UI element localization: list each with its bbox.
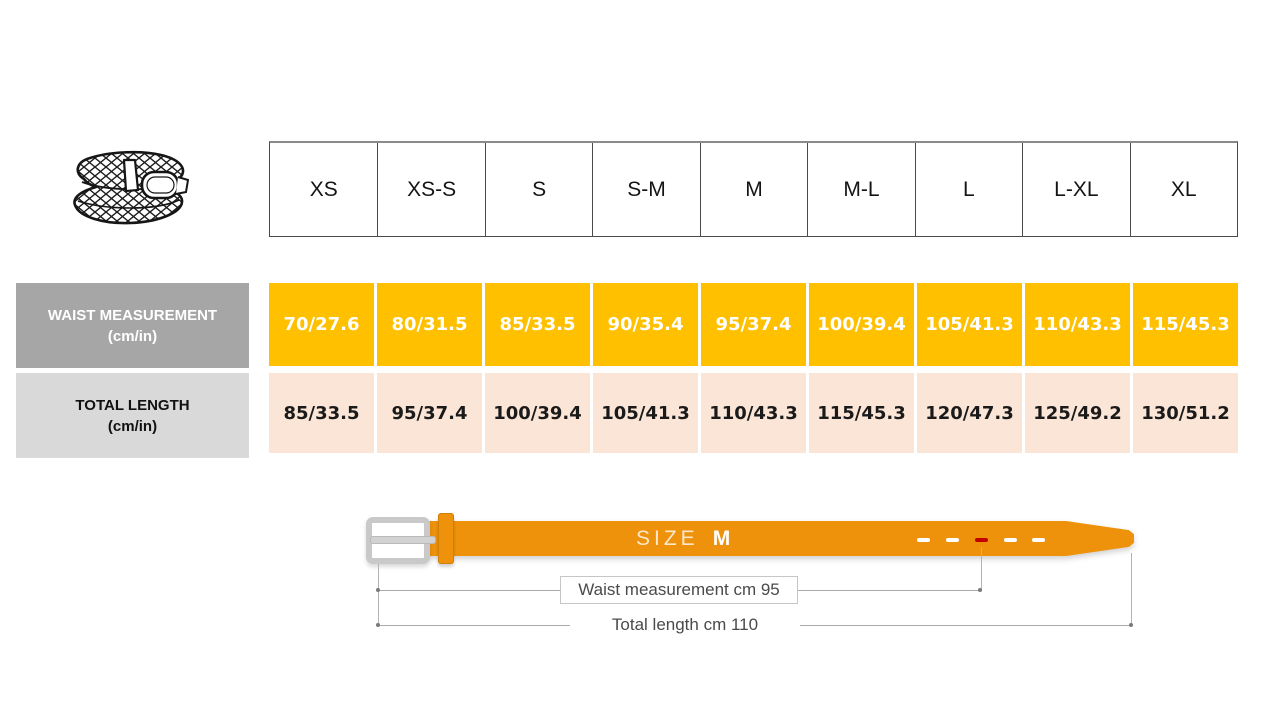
row-label-line1: TOTAL LENGTH (75, 396, 190, 414)
total-length-value-cell: 130/51.2 (1133, 373, 1238, 453)
total-length-row-label: TOTAL LENGTH (cm/in) (16, 373, 249, 458)
waist-value-cell: 90/35.4 (593, 283, 698, 366)
waist-value-cell: 95/37.4 (701, 283, 806, 366)
waist-value-cell: 85/33.5 (485, 283, 590, 366)
total-length-row: 85/33.5 95/37.4 100/39.4 105/41.3 110/43… (269, 373, 1238, 453)
measure-endpoint-dot (376, 588, 380, 592)
total-length-line (378, 625, 570, 626)
size-header-cell: S-M (592, 143, 699, 236)
measure-endpoint-dot (978, 588, 982, 592)
braided-belt-icon (73, 150, 190, 225)
row-label-line2: (cm/in) (107, 417, 158, 435)
belt-hole (1004, 538, 1017, 542)
size-value: M (712, 526, 731, 550)
waist-value-cell: 105/41.3 (917, 283, 1022, 366)
belt-buckle-prong (370, 536, 436, 544)
hole-guide-line (981, 547, 982, 590)
waist-value-cell: 110/43.3 (1025, 283, 1130, 366)
total-length-value-cell: 110/43.3 (701, 373, 806, 453)
total-length-line (800, 625, 1131, 626)
size-header-cell: M (699, 143, 807, 236)
belt-keeper-loop (438, 513, 454, 564)
size-header-cell: M-L (807, 143, 914, 236)
measure-endpoint-dot (1129, 623, 1133, 627)
size-label: SIZE (636, 526, 699, 550)
size-header-cell: L-XL (1022, 143, 1129, 236)
size-header-cell: XS-S (377, 143, 484, 236)
waist-value-cell: 115/45.3 (1133, 283, 1238, 366)
belt-hole (946, 538, 959, 542)
total-length-value-cell: 120/47.3 (917, 373, 1022, 453)
belt-hole-highlighted (975, 538, 988, 542)
waist-value-cell: 80/31.5 (377, 283, 482, 366)
total-length-value-cell: 85/33.5 (269, 373, 374, 453)
total-length-value-cell: 95/37.4 (377, 373, 482, 453)
size-header-row: XS XS-S S S-M M M-L L L-XL XL (269, 141, 1238, 237)
waist-measure-line (378, 590, 560, 591)
buckle-guide-line (378, 564, 379, 625)
row-label-line1: WAIST MEASUREMENT (47, 306, 218, 324)
tip-guide-line (1131, 553, 1132, 625)
belt-strap (427, 521, 1134, 556)
waist-measurement-row: 70/27.6 80/31.5 85/33.5 90/35.4 95/37.4 … (269, 283, 1238, 366)
size-header-cell: S (484, 143, 592, 236)
waist-measurement-row-label: WAIST MEASUREMENT (cm/in) (16, 283, 249, 368)
total-length-value-cell: 125/49.2 (1025, 373, 1130, 453)
row-label-line2: (cm/in) (107, 327, 158, 345)
belt-size-text: SIZE M (636, 521, 730, 556)
belt-hole (917, 538, 930, 542)
size-header-cell: XS (309, 177, 338, 201)
belt-hole (1032, 538, 1045, 542)
size-header-cell: XL (1129, 143, 1237, 236)
waist-measurement-note: Waist measurement cm 95 (560, 576, 798, 604)
total-length-note: Total length cm 110 (570, 611, 800, 639)
waist-value-cell: 100/39.4 (809, 283, 914, 366)
total-length-value-cell: 115/45.3 (809, 373, 914, 453)
waist-value-cell: 70/27.6 (269, 283, 374, 366)
waist-measure-line (798, 590, 980, 591)
measure-endpoint-dot (376, 623, 380, 627)
size-header-cell: L (914, 143, 1022, 236)
total-length-value-cell: 105/41.3 (593, 373, 698, 453)
total-length-value-cell: 100/39.4 (485, 373, 590, 453)
